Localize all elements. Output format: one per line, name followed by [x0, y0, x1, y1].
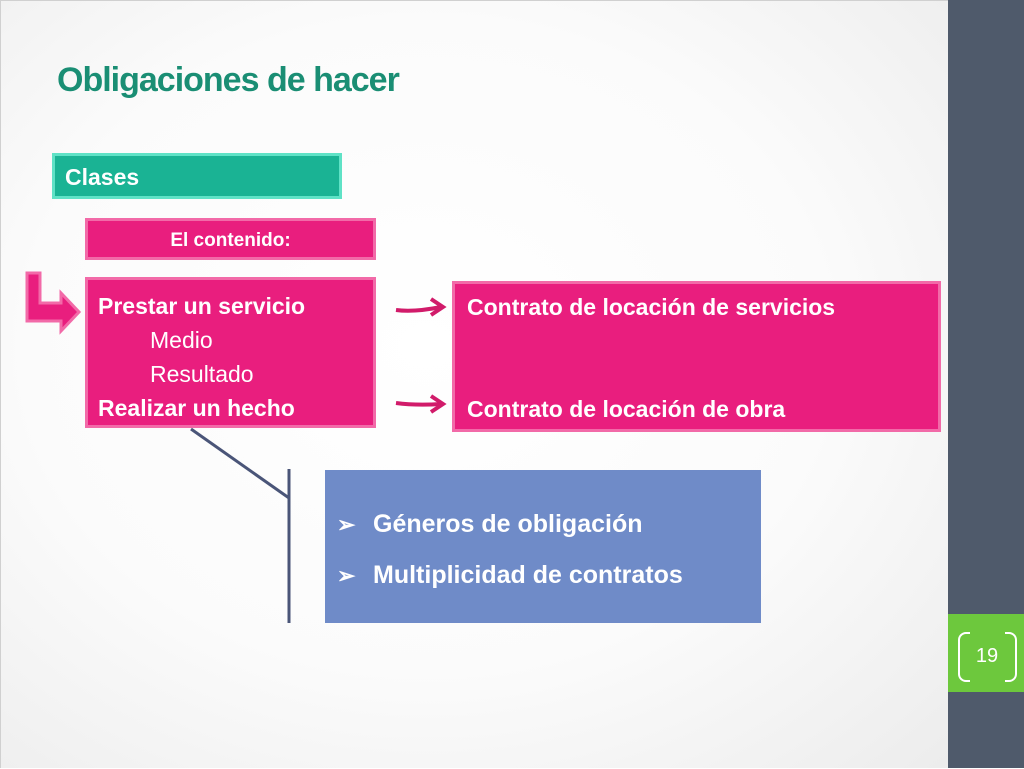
clases-label: Clases: [65, 164, 140, 190]
right-brace-icon: [1005, 632, 1017, 682]
clases-header-box: Clases: [52, 153, 342, 199]
connectors-layer: [25, 271, 447, 623]
generos-obligacion-text: Géneros de obligación: [373, 510, 643, 538]
contenido-box: El contenido:: [85, 218, 376, 260]
multiplicidad-contratos-text: Multiplicidad de contratos: [373, 561, 683, 589]
notes-box: ➢ Géneros de obligación ➢ Multiplicidad …: [325, 470, 761, 623]
locacion-obra-text: Contrato de locación de obra: [467, 396, 786, 422]
prestar-servicio-text: Prestar un servicio: [98, 293, 306, 319]
contenido-label: El contenido:: [170, 230, 291, 251]
resultado-text: Resultado: [150, 361, 254, 387]
realizar-hecho-text: Realizar un hecho: [98, 395, 295, 421]
left-brace-icon: [958, 632, 970, 682]
obligation-types-box: Prestar un servicio Medio Resultado Real…: [85, 277, 376, 428]
slide-canvas: Obligaciones de hacer Clases El contenid…: [0, 0, 948, 768]
arrow-right-icon: [395, 297, 447, 317]
arrow-bullet-icon: ➢: [337, 562, 356, 588]
bent-arrow-icon: [25, 271, 82, 335]
slide-title: Obligaciones de hacer: [57, 61, 400, 99]
locacion-servicios-text: Contrato de locación de servicios: [467, 294, 836, 320]
medio-text: Medio: [150, 327, 213, 353]
bullet-item: ➢ Géneros de obligación: [337, 510, 643, 539]
arrow-right-icon: [395, 394, 447, 414]
arrow-bullet-icon: ➢: [337, 511, 356, 537]
bullet-item: ➢ Multiplicidad de contratos: [337, 561, 683, 590]
connector-line: [190, 427, 291, 623]
contract-types-box: Contrato de locación de servicios Contra…: [452, 281, 941, 432]
page-number: 19: [975, 645, 999, 667]
